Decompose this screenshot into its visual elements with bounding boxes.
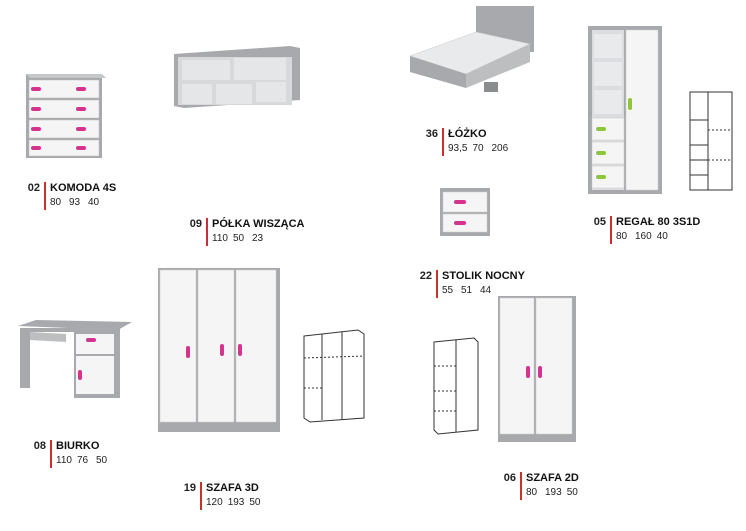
item-name: KOMODA 4S: [50, 182, 117, 194]
item-number: 19: [183, 482, 196, 494]
width-value: 80: [50, 197, 62, 208]
accent-bar: [44, 182, 46, 210]
item-name: REGAŁ 80 3S1D: [616, 216, 701, 228]
stolik-illustration: [440, 188, 490, 236]
accent-bar: [206, 218, 208, 246]
depth-value: 44: [480, 285, 492, 296]
depth-value: 40: [88, 197, 100, 208]
depth-value: 50: [249, 497, 261, 508]
item-number: 09: [189, 218, 202, 230]
szafa3d-line-drawing: [303, 329, 365, 423]
height-value: 93: [69, 197, 81, 208]
dimensions: 93,5 70 206: [448, 143, 508, 154]
width-value: 55: [442, 285, 454, 296]
item-number: 06: [503, 472, 516, 484]
polka-illustration: [174, 46, 300, 108]
szafa2d-line-drawing: [433, 337, 479, 435]
depth-value: 23: [251, 233, 264, 244]
item-name: SZAFA 2D: [526, 472, 579, 484]
item-name: STOLIK NOCNY: [442, 270, 525, 282]
width-value: 110: [56, 455, 72, 466]
dimensions: 55 51 44: [442, 285, 494, 296]
height-value: 193: [227, 497, 245, 508]
height-value: 51: [461, 285, 473, 296]
item-name: BIURKO: [56, 440, 100, 452]
dimensions: 110 76 50: [56, 455, 110, 466]
depth-value: 50: [95, 455, 108, 466]
depth-value: 50: [566, 487, 578, 498]
item-number: 05: [593, 216, 606, 228]
height-value: 160: [635, 231, 652, 242]
accent-bar: [610, 216, 612, 244]
depth-value: 206: [491, 143, 509, 154]
regal-line-drawing: [689, 91, 733, 191]
height-value: 193: [545, 487, 562, 498]
item-number: 02: [27, 182, 40, 194]
depth-value: 40: [656, 231, 668, 242]
width-value: 120: [206, 497, 223, 508]
width-value: 80: [616, 231, 628, 242]
width-value: 80: [526, 487, 538, 498]
dimensions: 120 193 50: [206, 497, 263, 508]
width-value: 110: [212, 233, 228, 244]
biurko-illustration: [18, 320, 132, 398]
komoda-illustration: [26, 74, 106, 158]
accent-bar: [442, 128, 444, 156]
accent-bar: [200, 482, 202, 510]
szafa3d-illustration: [158, 268, 280, 432]
accent-bar: [520, 472, 522, 500]
item-number: 36: [425, 128, 438, 140]
height-value: 70: [472, 143, 484, 154]
item-number: 22: [419, 270, 432, 282]
dimensions: 80 193 50: [526, 487, 581, 498]
dimensions: 80 160 40: [616, 231, 671, 242]
width-value: 93,5: [448, 143, 468, 154]
item-name: SZAFA 3D: [206, 482, 259, 494]
dimensions: 80 93 40: [50, 197, 102, 208]
height-value: 76: [76, 455, 89, 466]
accent-bar: [436, 270, 438, 298]
item-name: PÓŁKA WISZĄCA: [212, 218, 305, 230]
lozko-illustration: [409, 6, 534, 92]
item-number: 08: [33, 440, 46, 452]
regal-illustration: [588, 26, 662, 194]
item-name: ŁÓŻKO: [448, 128, 487, 140]
szafa2d-illustration: [498, 296, 576, 442]
accent-bar: [50, 440, 52, 468]
dimensions: 110 50 23: [212, 233, 266, 244]
height-value: 50: [232, 233, 245, 244]
